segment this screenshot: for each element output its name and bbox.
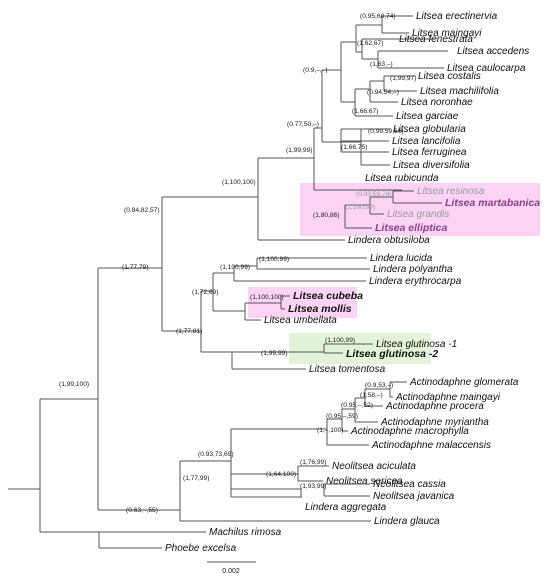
taxon-label: Neolitsea aciculata [332, 461, 416, 472]
taxon-label: Litsea garciae [396, 111, 459, 122]
support-label: (1,58,–) [360, 392, 383, 399]
support-label: (0.63,–,55) [126, 507, 158, 514]
taxon-label: Neolitsea cassia [373, 479, 446, 490]
taxon-label: Actinodaphne procera [385, 401, 484, 412]
support-label: (0.95,–,52) [341, 402, 373, 409]
support-label: (1,77,79) [122, 264, 148, 271]
support-label: (1,62,67) [357, 40, 383, 47]
taxon-labels: Litsea erectinervia Litsea maingayi Lits… [165, 11, 540, 554]
taxon-label: Litsea resinosa [417, 186, 485, 197]
scale-bar: 0.002 [207, 561, 256, 575]
scale-bar-label: 0.002 [222, 568, 240, 575]
taxon-label: Litsea diversifolia [393, 160, 470, 171]
support-label: (1,–,100) [317, 427, 343, 434]
taxon-label: Litsea umbellata [264, 315, 337, 326]
support-label: (1,66,67) [352, 108, 378, 115]
taxon-label: Litsea costalis [418, 71, 481, 82]
taxon-label: Actinodaphne macrophylla [350, 426, 469, 437]
support-values: (0.95,68,74) (0.9,–,–) (1,63,–) (1,62,67… [59, 13, 416, 514]
support-label: (0.94,54,–) [367, 89, 399, 96]
taxon-label: Litsea grandis [387, 209, 449, 220]
taxon-label: Litsea accedens [457, 46, 529, 57]
support-label: (1,76,99) [300, 459, 326, 466]
support-label: (1,100,100) [222, 179, 256, 186]
taxon-label: Machilus rimosa [209, 527, 282, 538]
taxon-label: Lindera lucida [370, 253, 433, 264]
support-label: (0.93,59,74) [356, 191, 392, 198]
taxon-label: Lindera polyantha [373, 264, 453, 275]
support-label: (1,63,–) [370, 61, 393, 68]
taxon-label: Phoebe excelsa [165, 543, 237, 554]
tree-branches [8, 15, 448, 549]
tree-branches-extra [300, 483, 370, 498]
support-label: (1,100,99) [345, 204, 375, 211]
taxon-label: Litsea globularia [393, 124, 466, 135]
highlight-box-glutinosa [289, 333, 431, 364]
support-label: (0.95,–,59) [326, 413, 358, 420]
support-label: (0.84,82,57) [124, 207, 160, 214]
support-label: (1,99,100) [59, 381, 89, 388]
highlight-box-litsea-clade [300, 183, 540, 236]
taxon-label: Litsea machilifolia [420, 86, 499, 97]
taxon-label: Neolitsea sericea [326, 476, 403, 487]
support-label: (0.93,73,69) [198, 451, 234, 458]
taxon-label: Litsea noronhae [401, 97, 473, 108]
taxon-label: Litsea glutinosa -2 [346, 348, 438, 360]
support-label: (1,99,99) [286, 147, 312, 154]
taxon-label: Litsea lancifolia [392, 136, 461, 147]
support-label: (1,77,81) [176, 328, 202, 335]
taxon-label: Actinodaphne maingayi [395, 392, 501, 403]
taxon-label: Litsea ferruginea [392, 147, 467, 158]
support-label: (0.77,50,–) [287, 121, 319, 128]
taxon-label: Neolitsea javanica [373, 491, 455, 502]
taxon-label: Lindera glauca [374, 516, 440, 527]
taxon-label: Litsea mollis [288, 303, 352, 315]
support-label: (1,100,99) [220, 264, 250, 271]
support-label: (1,100,100) [250, 294, 284, 301]
taxon-label: Actinodaphne myriantha [380, 417, 489, 428]
taxon-label: Litsea rubicunda [365, 173, 439, 184]
taxon-label: Actinodaphne glomerata [409, 377, 519, 388]
support-label: (1,64,100) [266, 471, 296, 478]
taxon-label: Actinodaphne malaccensis [371, 440, 491, 451]
support-label: (0.9,53,–) [365, 382, 393, 389]
taxon-label: Lindera aggregata [305, 502, 387, 513]
support-label: (1,100,99) [259, 256, 289, 263]
support-label: (1,80,86) [313, 212, 339, 219]
support-label: (0.9,–,–) [303, 67, 328, 74]
support-label: (1,72,69) [192, 289, 218, 296]
support-label: (1,93,99) [300, 483, 326, 490]
taxon-label: Litsea caulocarpa [447, 63, 526, 74]
taxon-label: Litsea elliptica [375, 222, 448, 234]
taxon-label: Litsea maingayi [412, 28, 482, 39]
support-label: (1,77,99) [183, 475, 209, 482]
support-label: (0.95,68,74) [360, 13, 396, 20]
taxon-label: Litsea tomentosa [309, 364, 386, 375]
taxon-label: Lindera obtusiloba [348, 235, 430, 246]
support-label: (1,99,97) [390, 75, 416, 82]
support-label: (0.99,59,66) [368, 128, 404, 135]
support-label: (1,66,75) [341, 144, 367, 151]
support-label: (1,100,99) [325, 337, 355, 344]
taxon-label: Litsea martabanica [445, 197, 540, 209]
taxon-label: Litsea fenestrata [399, 34, 473, 45]
support-label: (1,99,99) [261, 350, 287, 357]
taxon-label: Litsea glutinosa -1 [376, 339, 457, 350]
taxon-label: Litsea cubeba [293, 290, 363, 302]
taxon-label: Litsea erectinervia [416, 11, 498, 22]
taxon-label: Lindera erythrocarpa [369, 276, 462, 287]
